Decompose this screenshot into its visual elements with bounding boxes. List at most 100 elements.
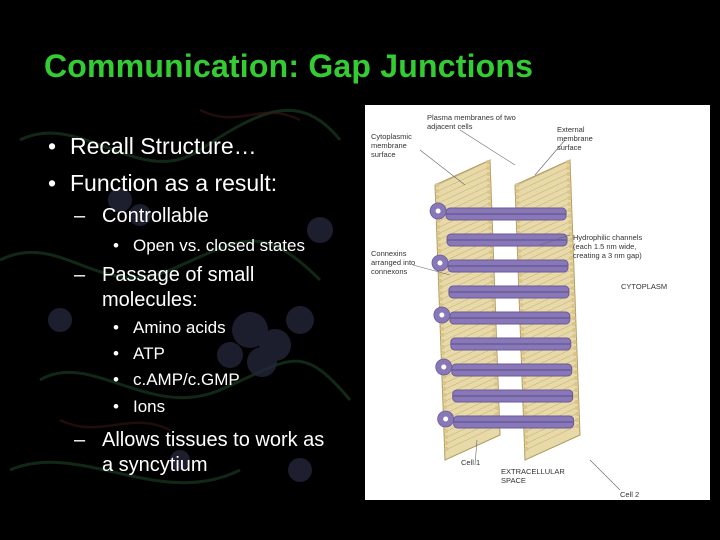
lipid-head [488, 226, 493, 230]
lipid-head [440, 327, 445, 331]
label-extracellular-space: EXTRACELLULAR SPACE [501, 467, 565, 485]
lipid-head [436, 219, 441, 223]
label-cell-1: Cell 1 [461, 458, 481, 467]
label-cytoplasm: CYTOPLASM [621, 282, 668, 291]
lipid-head [440, 339, 445, 343]
lipid-head [435, 195, 440, 199]
lipid-head [437, 243, 442, 247]
lipid-head [574, 406, 579, 410]
lipid-head [567, 208, 572, 212]
lipid-head [495, 412, 500, 416]
lipid-tail [518, 179, 568, 204]
lipid-head [572, 340, 577, 344]
lipid-head [520, 333, 525, 337]
item-ions: • Ions [113, 396, 165, 418]
lipid-head [444, 447, 449, 451]
lipid-head [493, 376, 498, 380]
lipid-tail [438, 167, 488, 192]
lipid-head [575, 412, 580, 416]
lipid-head [488, 220, 493, 224]
lipid-head [444, 441, 449, 445]
lipid-head [524, 447, 529, 451]
lipid-head [515, 195, 520, 199]
leader-lines [412, 129, 621, 491]
lipid-head [442, 393, 447, 397]
lipid-head [572, 346, 577, 350]
lipid-head [570, 286, 575, 290]
lipid-head [442, 387, 447, 391]
dash-glyph: – [74, 264, 86, 286]
lipid-head [436, 231, 441, 235]
sub-bullet-syncytium: – Allows tissues to work as a syncytium [74, 428, 324, 478]
lipid-head [574, 388, 579, 392]
lipid-head [491, 298, 496, 302]
bullet-text: Recall Structure… [70, 133, 257, 159]
lipid-head [573, 364, 578, 368]
lipid-head [489, 256, 494, 260]
gap-junction-figure: Plasma membranes of two adjacent cells C… [365, 105, 710, 500]
lipid-head [439, 303, 444, 307]
lipid-head [440, 345, 445, 349]
lipid-head [487, 190, 492, 194]
lipid-head [515, 201, 520, 205]
lipid-tail [518, 173, 568, 198]
lipid-head [487, 202, 492, 206]
item-text: Open vs. closed states [133, 236, 305, 255]
lipid-head [441, 351, 446, 355]
lipid-head [566, 172, 571, 176]
background-ribbons [0, 108, 352, 485]
label-external-surface: External membrane surface [557, 125, 593, 152]
lipid-head [523, 405, 528, 409]
lipid-head [518, 279, 523, 283]
lipid-head [572, 334, 577, 338]
lipid-head [519, 303, 524, 307]
bullet-glyph: • [113, 236, 119, 255]
label-cell-2: Cell 2 [620, 490, 640, 499]
bullet-glyph: • [113, 397, 119, 416]
lipid-head [570, 274, 575, 278]
lipid-head [573, 358, 578, 362]
bullet-text: Function as a result: [70, 170, 278, 196]
connexon-pore [435, 208, 441, 214]
background-ribbons-red [59, 108, 301, 432]
lipid-head [572, 352, 577, 356]
lipid-head [492, 328, 497, 332]
lipid-head [566, 178, 571, 182]
lipid-head [568, 220, 573, 224]
connexon-pore [437, 260, 443, 266]
lipid-head [575, 424, 580, 428]
sub-bullet-line: molecules: [102, 289, 198, 311]
lipid-head [566, 184, 571, 188]
lipid-head [438, 279, 443, 283]
lipid-head [574, 382, 579, 386]
lipid-head [438, 291, 443, 295]
lipid-head [569, 268, 574, 272]
lipid-head [566, 160, 570, 164]
lipid-head [569, 244, 574, 248]
lipid-head [439, 297, 444, 301]
lipid-head [444, 435, 449, 439]
lipid-head [487, 196, 492, 200]
lipid-head [442, 399, 447, 403]
lipid-head [442, 381, 447, 385]
label-connexins: Connexins arranged into connexons [371, 249, 416, 276]
item-text: ATP [133, 344, 165, 363]
lipid-tail [518, 185, 569, 210]
lipid-head [492, 352, 497, 356]
lipid-head [438, 273, 443, 277]
item-amino-acids: • Amino acids [113, 317, 226, 339]
lipid-head [492, 334, 497, 338]
bullet-glyph: • [113, 344, 119, 363]
lipid-head [568, 226, 573, 230]
lipid-head [569, 250, 574, 254]
lipid-head [571, 316, 576, 320]
lipid-head [486, 184, 491, 188]
lipid-head [567, 202, 572, 206]
lipid-head [572, 328, 577, 332]
lipid-head [443, 429, 448, 433]
lipid-head [569, 262, 574, 266]
lipid-head [491, 304, 496, 308]
connexon-pore [441, 364, 447, 370]
lipid-head [516, 225, 521, 229]
